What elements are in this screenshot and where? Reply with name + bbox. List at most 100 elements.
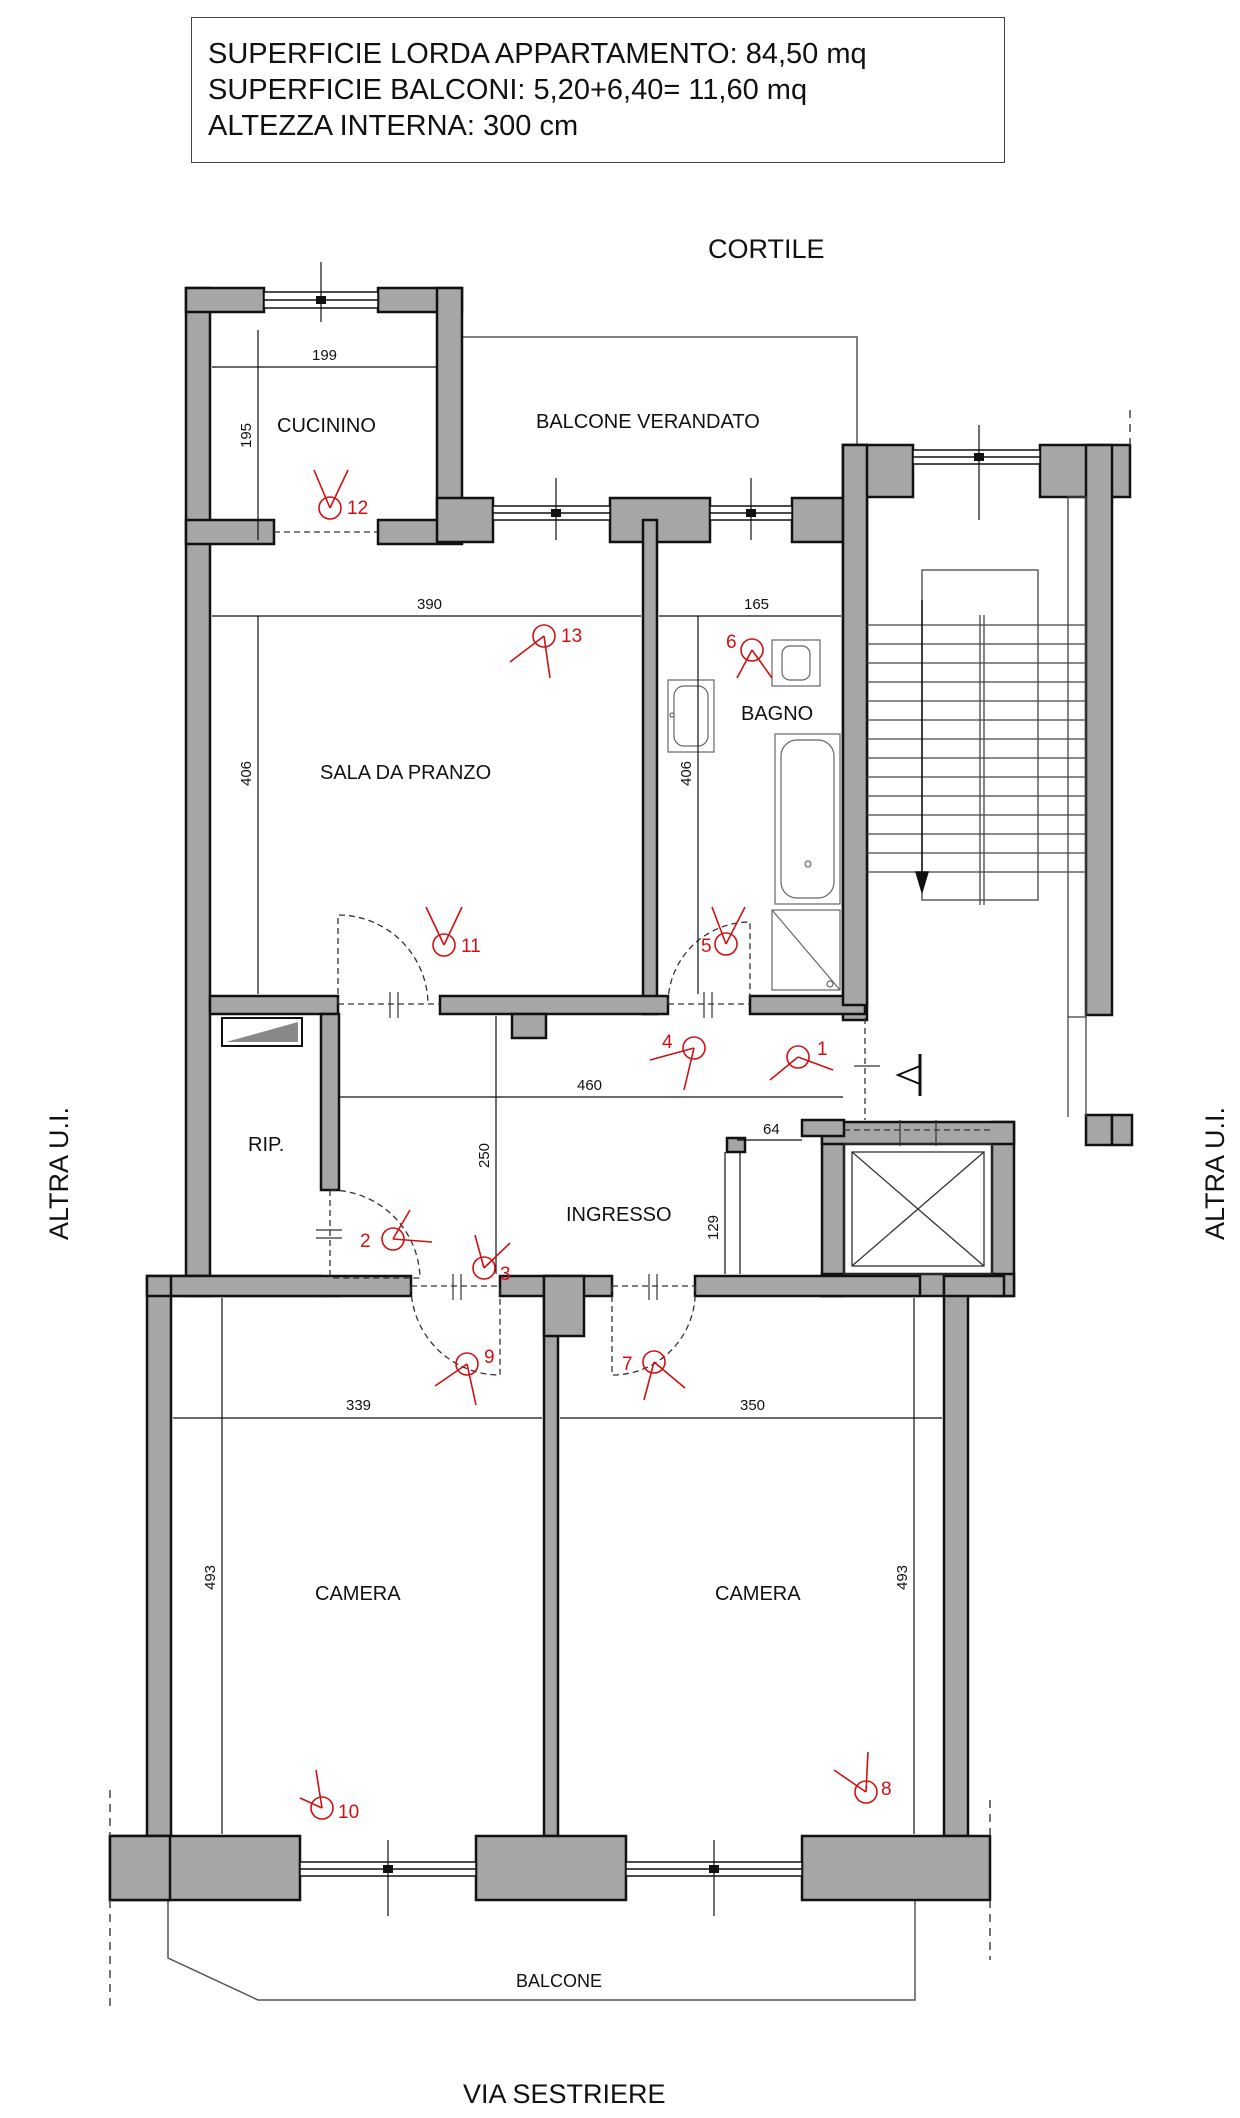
wall-pilaster — [510, 1012, 548, 1040]
photo-number-4: 4 — [662, 1032, 673, 1053]
wall-bedroom-divider — [542, 1274, 560, 1838]
balcony-outlines — [167, 336, 916, 2001]
lift — [843, 1143, 993, 1275]
room-ingresso: INGRESSO — [566, 1204, 672, 1226]
photo-marker-4 — [649, 1036, 706, 1091]
dim-bagno-h: 406 — [678, 761, 695, 786]
photo-marker-12 — [313, 469, 349, 520]
bathroom-fixtures — [667, 639, 841, 991]
wall-divider-pier — [542, 1274, 586, 1338]
wall-lift-right — [990, 1120, 1016, 1298]
photo-marker-numbers: 1 2 3 4 5 6 7 8 9 10 11 12 13 — [338, 498, 892, 1823]
photo-number-3: 3 — [500, 1264, 511, 1285]
room-cucinino: CUCININO — [277, 415, 376, 437]
photo-number-5: 5 — [701, 936, 712, 957]
photo-number-12: 12 — [347, 498, 368, 519]
photo-number-13: 13 — [561, 626, 582, 647]
wall-bottom-mid — [474, 1834, 628, 1902]
photo-number-11: 11 — [461, 936, 481, 957]
dim-sala-h: 406 — [238, 761, 255, 786]
photo-marker-6 — [736, 638, 773, 679]
wall-bedroom-top-left — [169, 1274, 413, 1298]
label-altra-ui-left: ALTRA U.I. — [44, 1107, 74, 1240]
wall-cucinino-bottom-left — [184, 518, 276, 546]
wall-stair-left — [841, 443, 869, 1007]
wall-right-bedroom — [942, 1274, 970, 1838]
balcone-verandato-outline — [462, 336, 858, 445]
info-gross-area: SUPERFICIE LORDA APPARTAMENTO: 84,50 mq — [208, 38, 867, 70]
photo-marker-13 — [509, 624, 556, 679]
photo-number-7: 7 — [622, 1354, 633, 1375]
wall-lift-left — [820, 1120, 846, 1298]
dim-ingresso-small-w: 64 — [763, 1121, 780, 1138]
door-rip-swing — [329, 1189, 421, 1279]
photo-number-1: 1 — [817, 1039, 828, 1060]
balcone-bottom-outline — [167, 1900, 916, 2001]
staircase — [921, 496, 1087, 1117]
label-cortile: CORTILE — [708, 234, 825, 264]
photo-number-6: 6 — [726, 632, 737, 653]
walls — [108, 286, 1134, 1902]
label-altra-ui-right: ALTRA U.I. — [1200, 1107, 1230, 1240]
door-camera-left-swing — [410, 1285, 501, 1376]
photo-marker-10 — [299, 1769, 334, 1820]
photo-number-10: 10 — [338, 1802, 359, 1823]
photo-marker-7 — [642, 1350, 686, 1401]
photo-marker-9 — [434, 1352, 479, 1406]
photo-marker-5 — [711, 906, 746, 956]
radiator — [221, 1017, 303, 1047]
dim-cucinino-h: 195 — [238, 423, 255, 448]
wall-verandato-left — [435, 496, 495, 544]
photo-marker-2 — [381, 1209, 433, 1251]
dimension-lines — [173, 330, 942, 1834]
room-balcone: BALCONE — [516, 1971, 602, 1991]
room-labels: CUCININO BALCONE VERANDATO SALA DA PRANZ… — [248, 411, 813, 1991]
room-balcone-verandato: BALCONE VERANDATO — [536, 411, 760, 433]
wall-right-bedroom-top — [942, 1274, 1006, 1298]
wall-left-upper — [184, 286, 212, 1292]
dim-camera-right-w: 350 — [740, 1397, 765, 1414]
door-camera-right-swing — [611, 1285, 696, 1376]
wall-lift-top — [820, 1120, 1016, 1146]
room-camera-right: CAMERA — [715, 1583, 801, 1605]
area-info-box: SUPERFICIE LORDA APPARTAMENTO: 84,50 mq … — [191, 17, 1005, 163]
photo-number-8: 8 — [881, 1779, 892, 1800]
wall-bottom-left-step — [108, 1834, 172, 1902]
info-internal-height: ALTEZZA INTERNA: 300 cm — [208, 110, 579, 142]
photo-number-9: 9 — [484, 1347, 495, 1368]
photo-markers — [299, 469, 878, 1820]
dim-cucinino-w: 199 — [312, 347, 337, 364]
wall-stair-right-end — [1110, 1113, 1134, 1147]
stair-landing — [1067, 496, 1087, 1018]
wall-ingresso-nib — [800, 1118, 846, 1138]
window-axes — [320, 262, 980, 1916]
info-balcony-area: SUPERFICIE BALCONI: 5,20+6,40= 11,60 mq — [208, 74, 808, 106]
photo-marker-8 — [833, 1751, 878, 1804]
room-camera-left: CAMERA — [315, 1583, 401, 1605]
photo-number-2: 2 — [360, 1231, 371, 1252]
door-sala-swing — [337, 914, 429, 1005]
wall-left-bedroom — [145, 1274, 173, 1838]
door-bagno-swing — [667, 921, 751, 1005]
wall-ingresso-nib2 — [725, 1136, 747, 1154]
wall-bottom-right — [800, 1834, 992, 1902]
dim-camera-left-h: 493 — [202, 1565, 219, 1590]
orientation-labels: CORTILE VIA SESTRIERE ALTRA U.I. ALTRA U… — [44, 234, 1230, 2109]
dim-sala-w: 390 — [417, 596, 442, 613]
wall-sala-bottom-mid — [438, 994, 670, 1016]
doors — [274, 531, 992, 1376]
wall-sala-bottom-left — [208, 994, 340, 1016]
dim-ingresso-w: 460 — [577, 1077, 602, 1094]
stair-center — [979, 615, 985, 905]
dim-camera-left-w: 339 — [346, 1397, 371, 1414]
room-bagno: BAGNO — [741, 703, 813, 725]
wall-stair-right-lower — [1084, 1113, 1114, 1147]
room-sala-da-pranzo: SALA DA PRANZO — [320, 762, 491, 784]
door-ticks — [316, 992, 937, 1300]
room-rip: RIP. — [248, 1134, 284, 1156]
dim-ingresso-h: 250 — [476, 1143, 493, 1168]
dimension-labels: 199 195 390 406 1 6 5 406 460 250 64 12 9 3… — [202, 347, 911, 1590]
wall-verandato-mid — [608, 496, 712, 544]
stair-steps — [867, 624, 1086, 873]
